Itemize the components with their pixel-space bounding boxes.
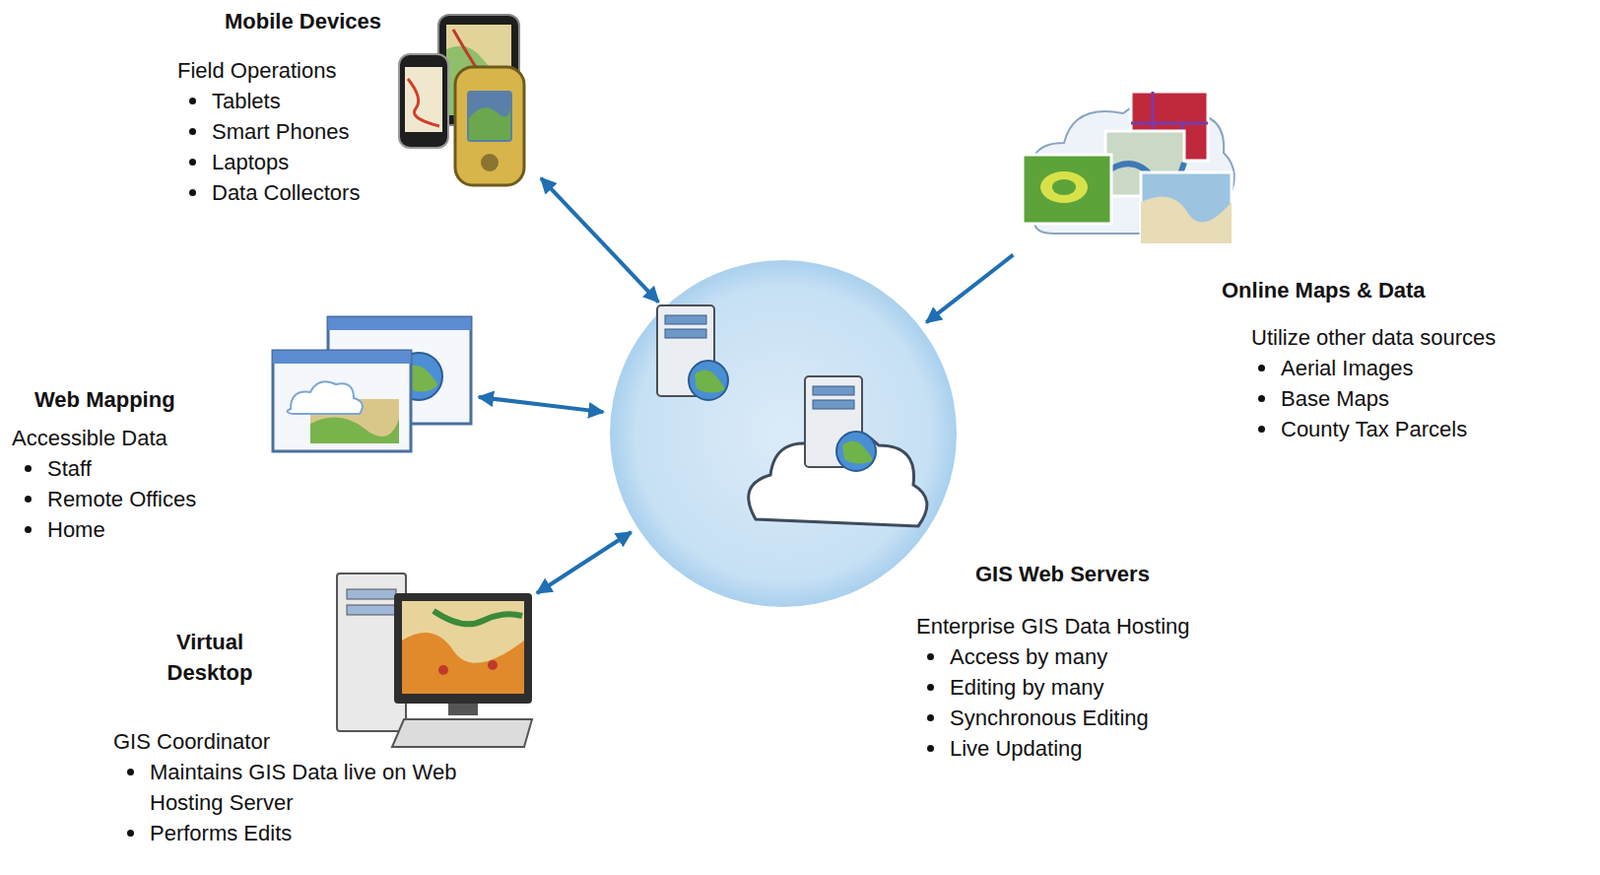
- node-group: Online Maps & DataUtilize other data sou…: [1004, 78, 1587, 454]
- node-icon: [607, 258, 959, 609]
- bullet-item: Access by many: [949, 641, 1108, 672]
- bullet-item: Tablets: [211, 85, 281, 117]
- bullet-item: Aerial Images: [1280, 352, 1414, 384]
- bullet-item: Smart Phones: [211, 116, 349, 147]
- bullet-item: Staff: [47, 453, 92, 484]
- node-subheading: Accessible Data: [11, 422, 168, 454]
- bullet-item: Performs Edits: [149, 817, 292, 849]
- node-heading: GIS Web Servers: [975, 558, 1150, 590]
- connector-arrow: [478, 397, 603, 412]
- bullet-item: Laptops: [211, 146, 289, 178]
- node-heading: Online Maps & Data: [1221, 274, 1426, 306]
- bullet-item: County Tax Parcels: [1280, 413, 1467, 445]
- bullet-item: Synchronous Editing: [949, 702, 1149, 734]
- connector-arrow: [926, 255, 1013, 323]
- bullet-item: Live Updating: [949, 733, 1083, 764]
- connector-arrow: [540, 178, 659, 303]
- bullet-item: Editing by many: [949, 671, 1105, 703]
- node-group: Virtual DesktopGIS CoordinatorMaintains …: [98, 566, 542, 863]
- node-heading: Mobile Devices: [224, 5, 382, 37]
- node-icon: [334, 571, 533, 749]
- bullet-item: Base Maps: [1280, 383, 1390, 414]
- bullet-item: Remote Offices: [47, 483, 197, 515]
- node-group: Mobile DevicesField OperationsTabletsSma…: [167, 0, 552, 198]
- node-subheading: Utilize other data sources: [1251, 322, 1496, 353]
- node-group: Web MappingAccessible DataStaffRemote Of…: [4, 310, 478, 547]
- node-heading: Virtual Desktop: [155, 626, 265, 688]
- server-circle: GIS Web ServersEnterprise GIS Data Hosti…: [607, 258, 959, 609]
- node-icon: [394, 9, 537, 188]
- bullet-item: Home: [47, 514, 106, 545]
- node-subheading: GIS Coordinator: [113, 726, 270, 757]
- node-subheading: Enterprise GIS Data Hosting: [916, 610, 1191, 642]
- connector-arrow: [536, 532, 632, 594]
- node-heading: Web Mapping: [34, 384, 176, 415]
- node-subheading: Field Operations: [177, 55, 336, 86]
- node-icon: [1014, 83, 1237, 252]
- bullet-item: Maintains GIS Data live on Web Hosting S…: [149, 756, 461, 818]
- bullet-item: Data Collectors: [211, 177, 360, 208]
- node-icon: [270, 315, 473, 454]
